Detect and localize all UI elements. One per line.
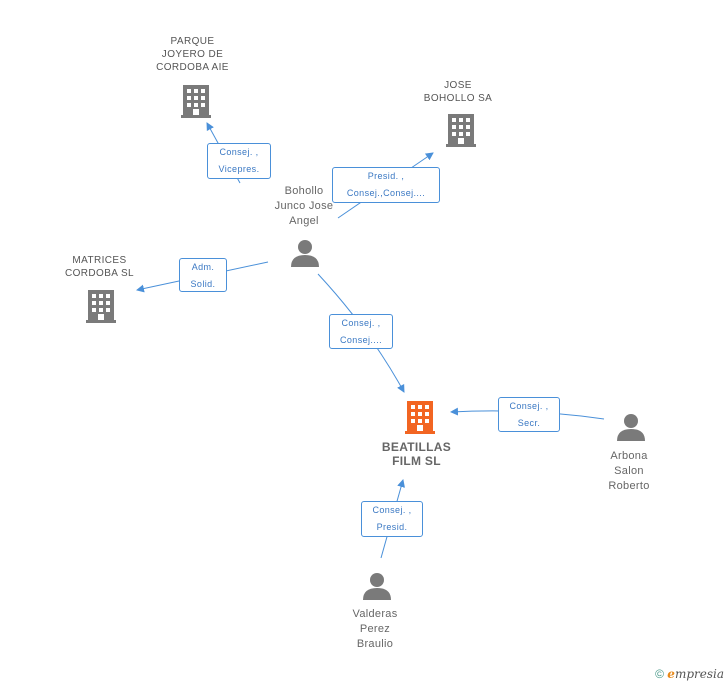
relation-box-to-matrices[interactable]: Adm. Solid.: [179, 258, 227, 292]
main-company-label[interactable]: BEATILLAS FILM SL: [381, 440, 452, 468]
person-icon[interactable]: [617, 414, 645, 441]
building-icon[interactable]: [86, 290, 116, 323]
company-label-parque[interactable]: PARQUE JOYERO DE CORDOBA AIE: [156, 36, 229, 73]
building-icon[interactable]: [181, 85, 211, 118]
relation-box-arbona-beatillas[interactable]: Consej. , Secr.: [498, 397, 560, 432]
relation-box-to-jose[interactable]: Presid. , Consej.,Consej....: [332, 167, 440, 203]
copyright-icon: ©: [655, 667, 664, 681]
relation-box-to-parque[interactable]: Consej. , Vicepres.: [207, 143, 271, 179]
relation-box-bohollo-beatillas[interactable]: Consej. , Consej....: [329, 314, 393, 349]
brand-logo: empresia: [667, 667, 724, 681]
person-icon[interactable]: [291, 240, 319, 267]
person-label-bohollo[interactable]: Bohollo Junco Jose Angel: [274, 185, 334, 227]
company-label-matrices[interactable]: MATRICES CORDOBA SL: [64, 255, 135, 279]
person-label-valderas[interactable]: Valderas Perez Braulio: [352, 608, 398, 650]
building-icon[interactable]: [446, 114, 476, 147]
company-label-jose-bohollo[interactable]: JOSE BOHOLLO SA: [423, 80, 493, 104]
relation-box-valderas-beatillas[interactable]: Consej. , Presid.: [361, 501, 423, 537]
empresia-watermark: © empresia: [655, 667, 724, 681]
person-label-arbona[interactable]: Arbona Salon Roberto: [608, 450, 650, 492]
main-company-building-icon[interactable]: [405, 401, 435, 434]
person-icon[interactable]: [363, 573, 391, 600]
